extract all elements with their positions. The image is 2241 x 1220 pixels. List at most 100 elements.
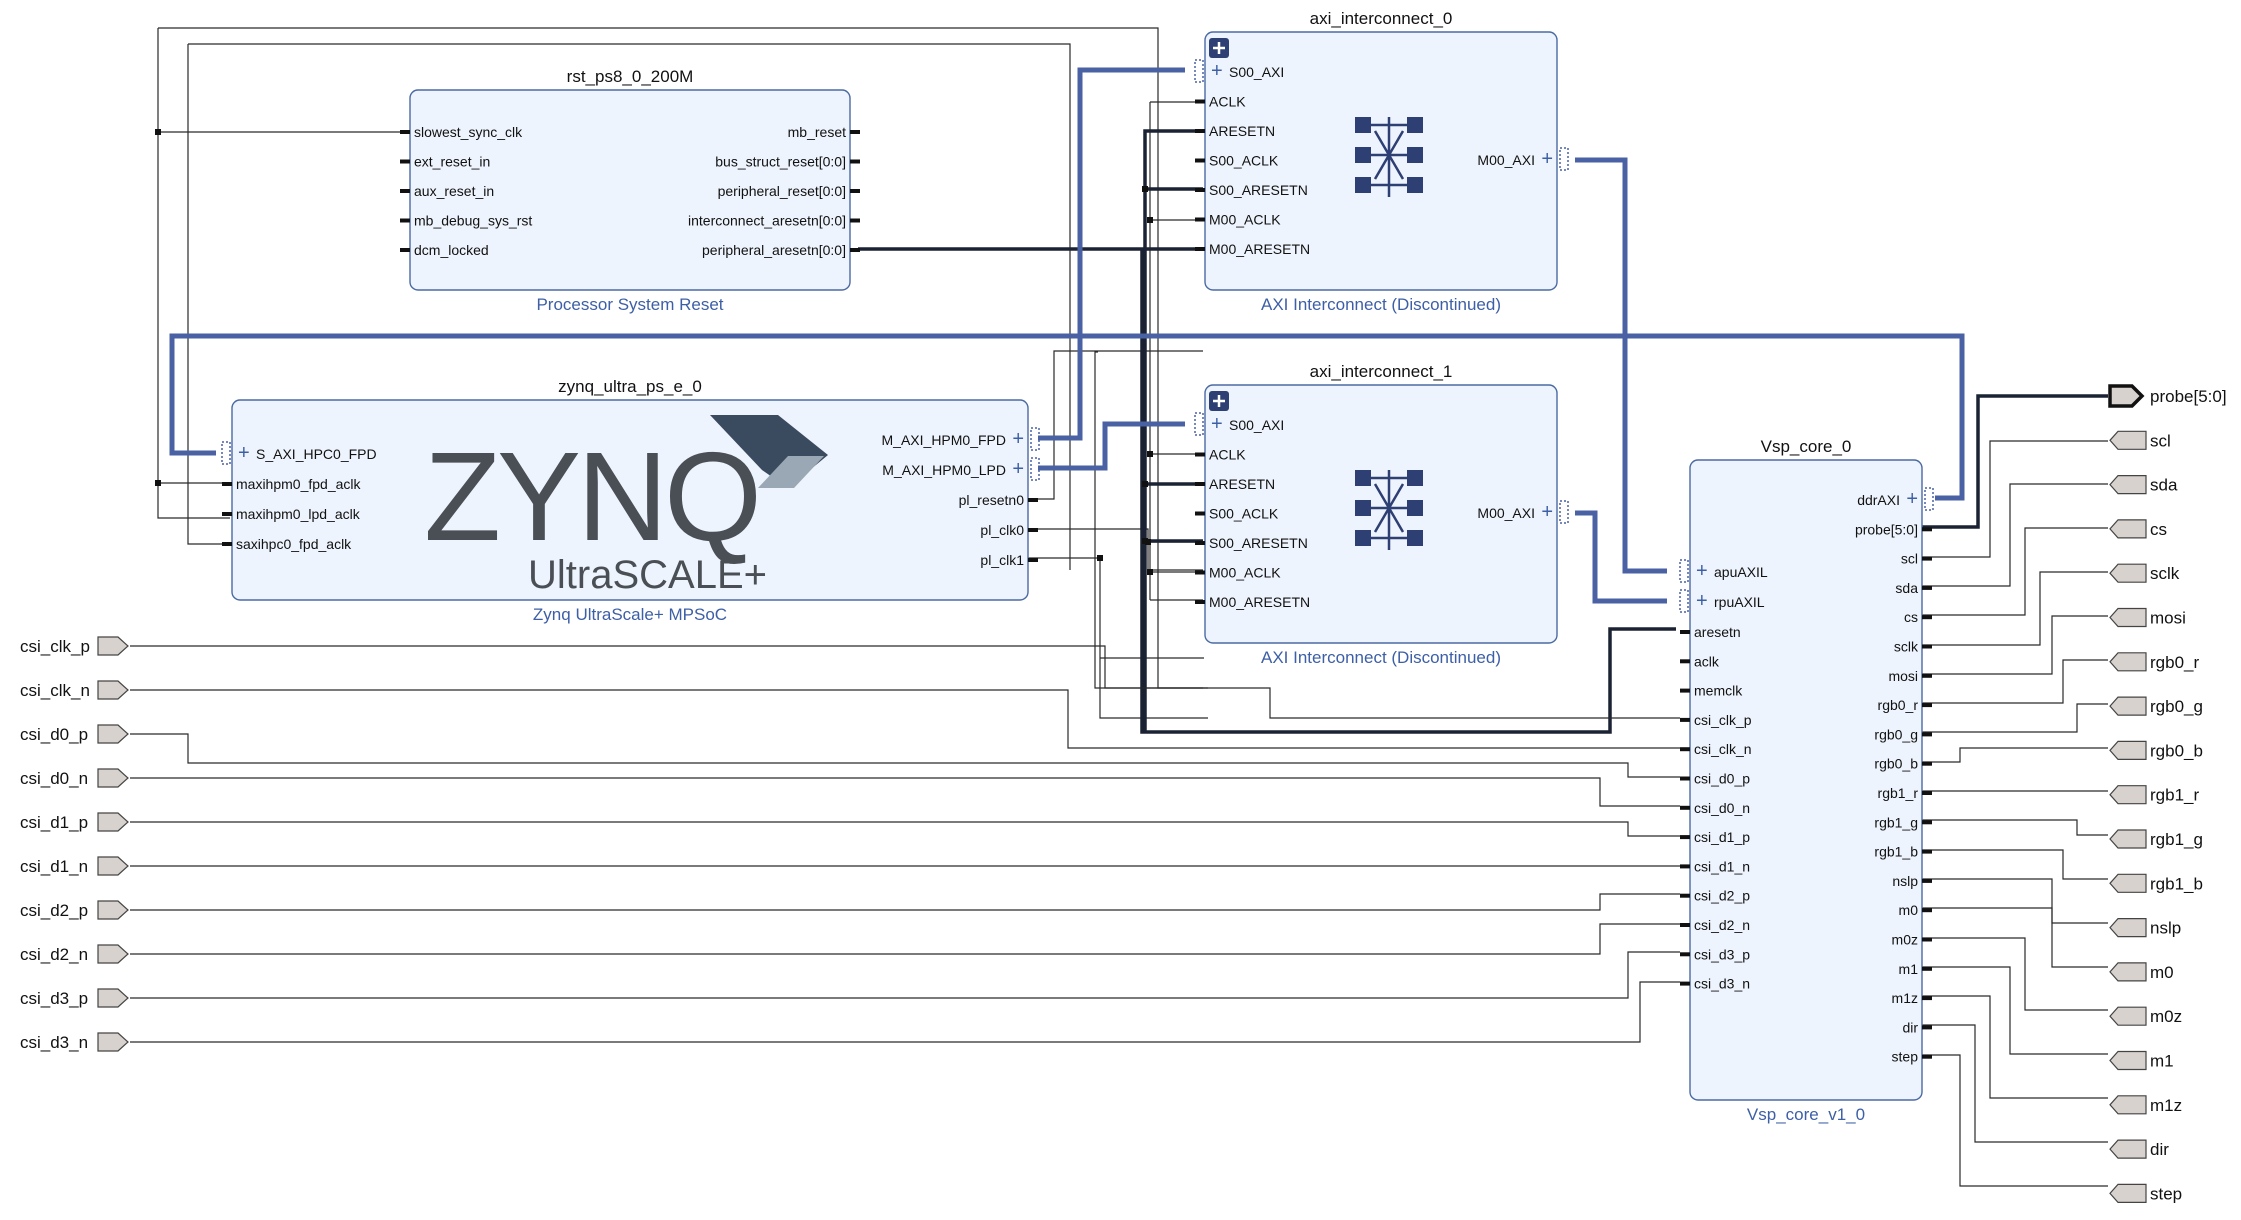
- pin-s00-aclk[interactable]: S00_ACLK: [1195, 506, 1279, 522]
- pin-ddraxi[interactable]: +ddrAXI: [1857, 487, 1934, 511]
- pl-clk0-wire[interactable]: [1026, 528, 1203, 571]
- output-port-shape[interactable]: [2109, 1095, 2147, 1115]
- pin-rgb1-g[interactable]: rgb1_g: [1874, 814, 1932, 830]
- pin-aresetn[interactable]: aresetn: [1680, 624, 1741, 640]
- input-port-csi-d3-p[interactable]: csi_d3_p: [20, 988, 129, 1008]
- pin-scl[interactable]: scl: [1901, 551, 1932, 567]
- input-port-shape[interactable]: [97, 944, 129, 964]
- output-port-cs[interactable]: cs: [2109, 519, 2167, 539]
- pin-maxihpm0-fpd-aclk[interactable]: maxihpm0_fpd_aclk: [222, 476, 362, 492]
- pin-dcm-locked[interactable]: dcm_locked: [400, 242, 489, 258]
- block-vsp-core-0[interactable]: Vsp_core_0Vsp_core_v1_0+apuAXIL+rpuAXILa…: [1679, 437, 1934, 1124]
- output-port-rgb0-r[interactable]: rgb0_r: [2109, 652, 2199, 672]
- output-port-shape[interactable]: [2109, 873, 2147, 893]
- output-port-sclk[interactable]: sclk: [2109, 563, 2180, 583]
- pin-s00-aresetn[interactable]: S00_ARESETN: [1195, 535, 1308, 551]
- input-port-shape[interactable]: [97, 768, 129, 788]
- pin-memclk[interactable]: memclk: [1680, 683, 1743, 699]
- input-port-csi-d3-n[interactable]: csi_d3_n: [20, 1032, 129, 1052]
- output-port-dir[interactable]: dir: [2109, 1139, 2169, 1159]
- pin-csi-d0-n[interactable]: csi_d0_n: [1680, 800, 1750, 816]
- output-port-rgb0-b[interactable]: rgb0_b: [2109, 740, 2203, 760]
- input-port-shape[interactable]: [97, 680, 129, 700]
- pin-mb-reset[interactable]: mb_reset: [788, 124, 860, 140]
- output-port-rgb1-b[interactable]: rgb1_b: [2109, 873, 2203, 893]
- pin-maxihpm0-lpd-aclk[interactable]: maxihpm0_lpd_aclk: [222, 506, 361, 522]
- input-port-shape[interactable]: [97, 988, 129, 1008]
- pin-m00-aresetn[interactable]: M00_ARESETN: [1195, 594, 1310, 610]
- pin-m0[interactable]: m0: [1899, 902, 1932, 918]
- output-port-shape[interactable]: [2109, 1050, 2147, 1071]
- pin-pl-clk1[interactable]: pl_clk1: [980, 552, 1038, 568]
- pin-csi-d1-n[interactable]: csi_d1_n: [1680, 858, 1750, 874]
- pin-step[interactable]: step: [1892, 1049, 1932, 1065]
- pin-s00-aresetn[interactable]: S00_ARESETN: [1195, 182, 1308, 198]
- input-port-csi-d1-n[interactable]: csi_d1_n: [20, 856, 129, 876]
- input-port-csi-d0-n[interactable]: csi_d0_n: [20, 768, 129, 788]
- pin-ext-reset-in[interactable]: ext_reset_in: [400, 154, 490, 170]
- pin-nslp[interactable]: nslp: [1892, 873, 1932, 889]
- output-port-shape[interactable]: [2109, 430, 2147, 450]
- pin-s00-axi[interactable]: +S00_AXI: [1194, 59, 1284, 83]
- pin-rgb0-r[interactable]: rgb0_r: [1878, 697, 1932, 713]
- pin-peripheral-reset-0-0[interactable]: peripheral_reset[0:0]: [718, 183, 860, 199]
- clock-net-wire[interactable]: [157, 27, 1208, 689]
- pin-m1z[interactable]: m1z: [1892, 990, 1932, 1006]
- pin-sclk[interactable]: sclk: [1894, 639, 1932, 655]
- output-port-shape[interactable]: [2109, 1139, 2147, 1159]
- pin-mosi[interactable]: mosi: [1888, 668, 1932, 684]
- output-port-shape[interactable]: [2109, 563, 2147, 583]
- pin-csi-d2-p[interactable]: csi_d2_p: [1680, 888, 1750, 904]
- pin-probe-5-0[interactable]: probe[5:0]: [1855, 521, 1932, 537]
- output-port-shape[interactable]: [2109, 829, 2147, 849]
- output-port-shape[interactable]: [2109, 785, 2147, 805]
- output-port-shape[interactable]: [2109, 475, 2147, 495]
- pin-s-axi-hpc0-fpd[interactable]: +S_AXI_HPC0_FPD: [221, 441, 377, 465]
- input-port-shape[interactable]: [97, 1032, 129, 1052]
- input-port-csi-d1-p[interactable]: csi_d1_p: [20, 812, 129, 832]
- input-port-csi-d0-p[interactable]: csi_d0_p: [20, 724, 129, 744]
- input-port-shape[interactable]: [97, 812, 129, 832]
- pin-aclk[interactable]: ACLK: [1195, 94, 1246, 110]
- output-port-mosi[interactable]: mosi: [2109, 607, 2186, 628]
- input-port-csi-d2-n[interactable]: csi_d2_n: [20, 944, 129, 964]
- output-port-shape[interactable]: [2109, 1183, 2147, 1203]
- pin-slowest-sync-clk[interactable]: slowest_sync_clk: [400, 124, 523, 140]
- pin-csi-d3-p[interactable]: csi_d3_p: [1680, 946, 1750, 962]
- output-port-rgb1-g[interactable]: rgb1_g: [2109, 829, 2203, 849]
- output-port-sda[interactable]: sda: [2109, 475, 2178, 495]
- collapse-button[interactable]: [1209, 391, 1229, 411]
- pin-m1[interactable]: m1: [1899, 961, 1932, 977]
- input-port-csi-d2-p[interactable]: csi_d2_p: [20, 900, 129, 920]
- pin-m-axi-hpm0-fpd[interactable]: +M_AXI_HPM0_FPD: [882, 427, 1040, 451]
- pin-m0z[interactable]: m0z: [1892, 932, 1932, 948]
- output-port-shape[interactable]: [2109, 696, 2147, 716]
- pin-s00-aclk[interactable]: S00_ACLK: [1195, 153, 1279, 169]
- pin-peripheral-aresetn-0-0[interactable]: peripheral_aresetn[0:0]: [702, 242, 860, 258]
- output-port-shape[interactable]: [2109, 1006, 2147, 1026]
- output-port-m1[interactable]: m1: [2109, 1050, 2174, 1071]
- output-port-m0z[interactable]: m0z: [2109, 1006, 2182, 1026]
- output-port-shape[interactable]: [2109, 519, 2147, 539]
- output-port-rgb1-r[interactable]: rgb1_r: [2109, 785, 2199, 805]
- pin-rgb1-b[interactable]: rgb1_b: [1874, 844, 1932, 860]
- output-port-shape[interactable]: [2109, 652, 2147, 672]
- collapse-button[interactable]: [1209, 38, 1229, 58]
- pin-csi-d0-p[interactable]: csi_d0_p: [1680, 771, 1750, 787]
- pin-aresetn[interactable]: ARESETN: [1195, 123, 1275, 139]
- pin-saxihpc0-fpd-aclk[interactable]: saxihpc0_fpd_aclk: [222, 536, 352, 552]
- pin-m00-aclk[interactable]: M00_ACLK: [1195, 212, 1281, 228]
- output-port-shape[interactable]: [2109, 918, 2147, 938]
- output-port-rgb0-g[interactable]: rgb0_g: [2109, 696, 2203, 716]
- pin-csi-d3-n[interactable]: csi_d3_n: [1680, 976, 1750, 992]
- pin-m00-aclk[interactable]: M00_ACLK: [1195, 565, 1281, 581]
- pin-aclk[interactable]: aclk: [1680, 653, 1720, 669]
- pin-m00-axi[interactable]: +M00_AXI: [1477, 147, 1569, 171]
- input-port-shape[interactable]: [97, 724, 129, 744]
- pin-pl-resetn0[interactable]: pl_resetn0: [959, 492, 1038, 508]
- pin-rgb1-r[interactable]: rgb1_r: [1878, 785, 1932, 801]
- pin-aux-reset-in[interactable]: aux_reset_in: [400, 183, 494, 199]
- input-port-shape[interactable]: [97, 856, 129, 876]
